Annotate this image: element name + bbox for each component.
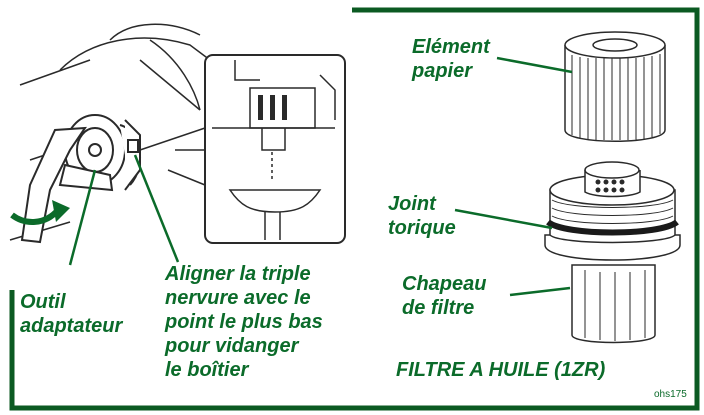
diagram-title: FILTRE A HUILE (1ZR): [396, 359, 606, 381]
paper-label-line: papier: [412, 60, 473, 82]
filter-cap-drawing: [544, 161, 681, 344]
engine-illustration: [9, 23, 211, 241]
tool-label-line: Outil: [20, 291, 66, 313]
align-label-line: pour vidanger: [165, 335, 299, 357]
cap-label-line: de filtre: [402, 297, 475, 319]
align-label-line: le boîtier: [165, 359, 249, 381]
rotation-arrow-icon: [10, 200, 70, 225]
o-ring-label: Joint torique: [388, 192, 456, 240]
align-label-line: nervure avec le: [165, 287, 311, 309]
o-ring-label-line: torique: [388, 217, 456, 239]
tool-label-line: adaptateur: [20, 315, 123, 337]
align-instruction-label: Aligner la triple nervure avec le point …: [165, 262, 323, 382]
o-ring-label-line: Joint: [388, 193, 436, 215]
align-label-line: point le plus bas: [165, 311, 323, 333]
o-ring-band: [546, 219, 679, 236]
right-leader-lines: [454, 56, 573, 297]
left-leader-lines: [68, 154, 180, 266]
paper-label-line: Elément: [412, 36, 490, 58]
cap-label-line: Chapeau: [402, 273, 487, 295]
paper-element-label: Elément papier: [412, 35, 490, 83]
paper-element-drawing: [564, 31, 666, 142]
inset-connector: [139, 127, 206, 151]
drain-detail-inset: [204, 54, 346, 244]
tool-label: Outil adaptateur: [20, 290, 122, 338]
panel-frame: [9, 7, 700, 411]
align-label-line: Aligner la triple: [165, 263, 311, 285]
filter-cap-label: Chapeau de filtre: [402, 272, 486, 320]
figure-code: ohs175: [654, 389, 687, 400]
